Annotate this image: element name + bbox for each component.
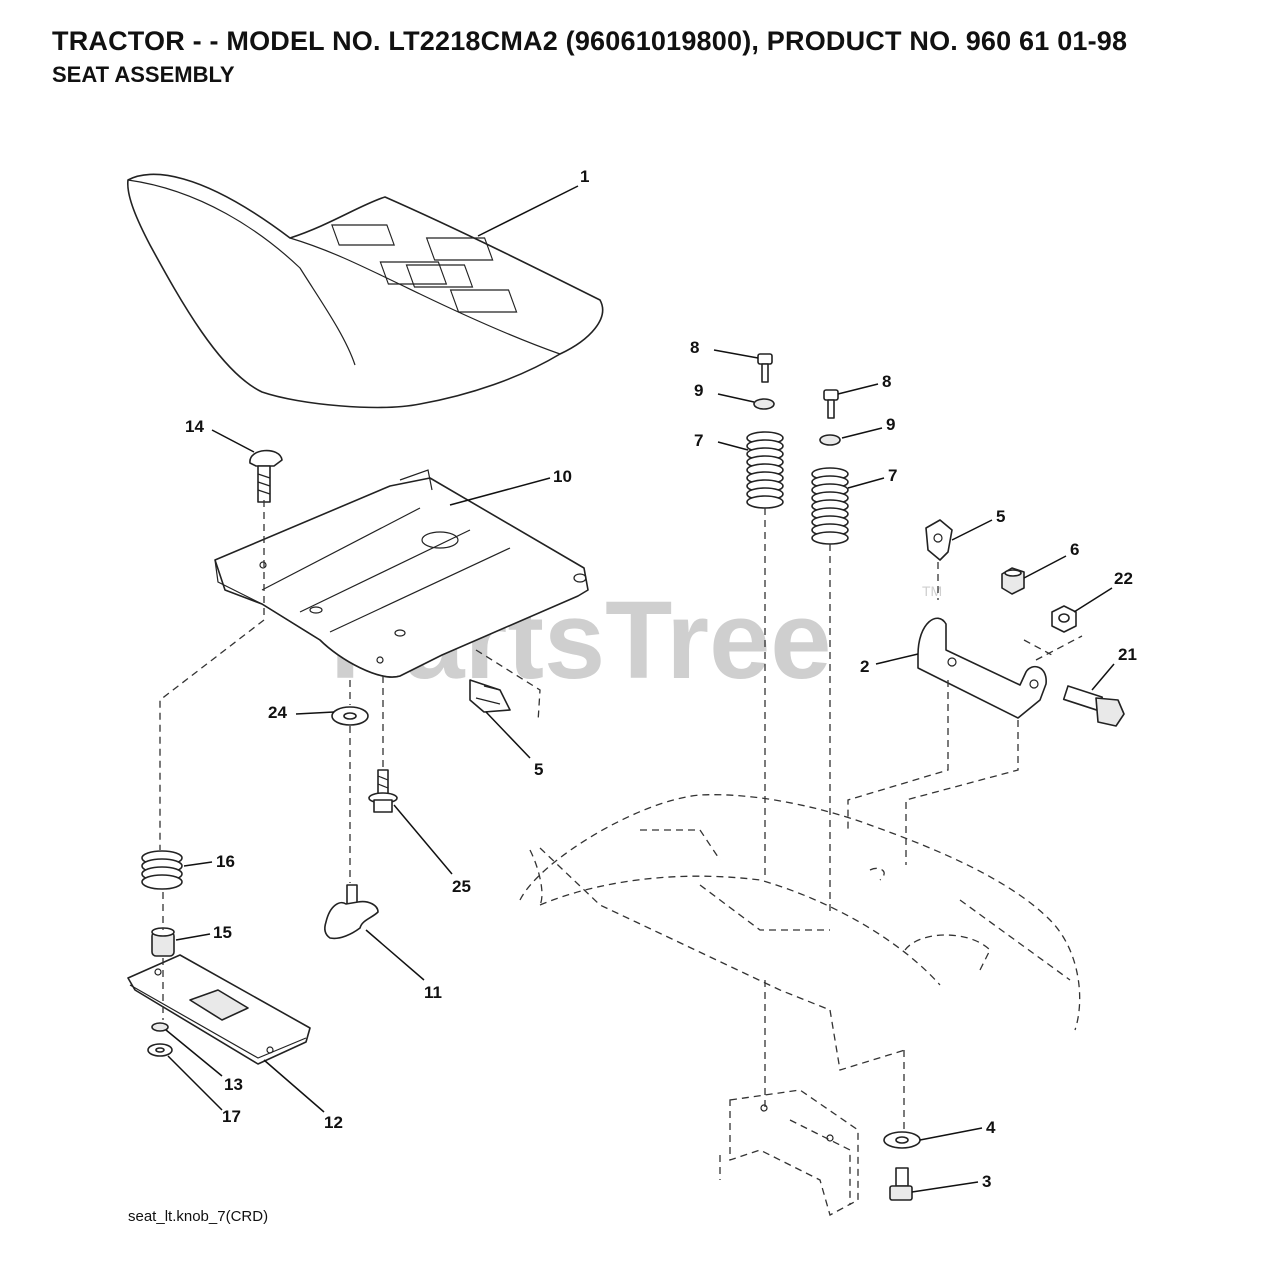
alignment-lines-left <box>159 500 384 1020</box>
callout-5-right: 5 <box>951 507 1005 541</box>
svg-text:3: 3 <box>982 1172 991 1191</box>
svg-text:7: 7 <box>888 466 897 485</box>
nut-13 <box>151 1022 169 1032</box>
bolt-8-right <box>823 389 839 419</box>
washer-9-left <box>753 398 775 410</box>
callout-22: 22 <box>1073 569 1133 613</box>
callout-21: 21 <box>1091 645 1137 691</box>
callout-10: 10 <box>449 467 572 506</box>
bracket-12 <box>127 954 311 1065</box>
spring-7-right <box>811 467 849 545</box>
svg-text:21: 21 <box>1118 645 1137 664</box>
callout-11: 11 <box>365 929 442 1002</box>
callout-13: 13 <box>165 1029 243 1094</box>
bolt-21 <box>1062 685 1125 727</box>
callout-24: 24 <box>268 703 335 722</box>
bolt-8-left <box>757 353 773 383</box>
nut-6 <box>1001 567 1025 595</box>
callout-8-right: 8 <box>837 372 891 395</box>
mounting-plate <box>214 469 589 678</box>
svg-text:6: 6 <box>1070 540 1079 559</box>
svg-text:8: 8 <box>882 372 891 391</box>
svg-text:13: 13 <box>224 1075 243 1094</box>
spring-16 <box>141 850 183 890</box>
alignment-lines-right <box>764 508 1083 1132</box>
callout-8-left: 8 <box>690 338 759 359</box>
svg-text:14: 14 <box>185 417 204 436</box>
svg-text:2: 2 <box>860 657 869 676</box>
callout-3: 3 <box>911 1172 991 1193</box>
svg-text:9: 9 <box>694 381 703 400</box>
callout-4: 4 <box>919 1118 996 1141</box>
washer-9-right <box>819 434 841 446</box>
callout-7-right: 7 <box>847 466 897 489</box>
seat <box>127 173 604 409</box>
tractor-fender <box>519 794 1081 1071</box>
page-title: TRACTOR - - MODEL NO. LT2218CMA2 (960610… <box>52 26 1128 56</box>
svg-text:5: 5 <box>996 507 1005 526</box>
spring-7-left <box>746 431 784 509</box>
carriage-bolt <box>249 449 283 503</box>
knob <box>324 884 379 940</box>
clip-left <box>469 649 541 723</box>
diagram-code: seat_lt.knob_7(CRD) <box>128 1208 269 1225</box>
callout-6: 6 <box>1023 540 1079 579</box>
bolt-3 <box>889 1167 913 1201</box>
svg-text:9: 9 <box>886 415 895 434</box>
callout-5-left: 5 <box>485 711 543 779</box>
svg-text:22: 22 <box>1114 569 1133 588</box>
svg-text:11: 11 <box>424 983 442 1002</box>
page-subtitle: SEAT ASSEMBLY <box>52 62 235 87</box>
nut-17 <box>147 1043 173 1057</box>
svg-text:15: 15 <box>213 923 232 942</box>
callout-9-left: 9 <box>694 381 755 403</box>
callout-2: 2 <box>860 653 919 676</box>
watermark-tm: TM <box>922 583 942 599</box>
svg-text:7: 7 <box>694 431 703 450</box>
svg-text:1: 1 <box>580 167 589 186</box>
callout-1: 1 <box>477 167 589 237</box>
nut-22 <box>1051 605 1077 633</box>
callout-14: 14 <box>185 417 255 453</box>
svg-text:10: 10 <box>553 467 572 486</box>
washer-4 <box>883 1131 921 1149</box>
svg-text:17: 17 <box>222 1107 241 1126</box>
callout-9-right: 9 <box>841 415 895 439</box>
bolt-25 <box>368 769 398 813</box>
washer-24 <box>331 706 369 726</box>
spacer-15 <box>151 927 175 957</box>
callout-16: 16 <box>183 852 235 871</box>
callout-12: 12 <box>263 1059 343 1132</box>
bracket-2 <box>917 617 1047 719</box>
svg-text:25: 25 <box>452 877 471 896</box>
svg-text:24: 24 <box>268 703 287 722</box>
frame-bracket <box>719 1089 859 1216</box>
svg-text:4: 4 <box>986 1118 996 1137</box>
svg-text:5: 5 <box>534 760 543 779</box>
svg-text:16: 16 <box>216 852 235 871</box>
svg-text:8: 8 <box>690 338 699 357</box>
callout-15: 15 <box>175 923 232 942</box>
callout-7-left: 7 <box>694 431 749 451</box>
callout-17: 17 <box>167 1055 241 1126</box>
svg-text:12: 12 <box>324 1113 343 1132</box>
callout-25: 25 <box>393 804 471 896</box>
clip-right <box>925 519 953 561</box>
